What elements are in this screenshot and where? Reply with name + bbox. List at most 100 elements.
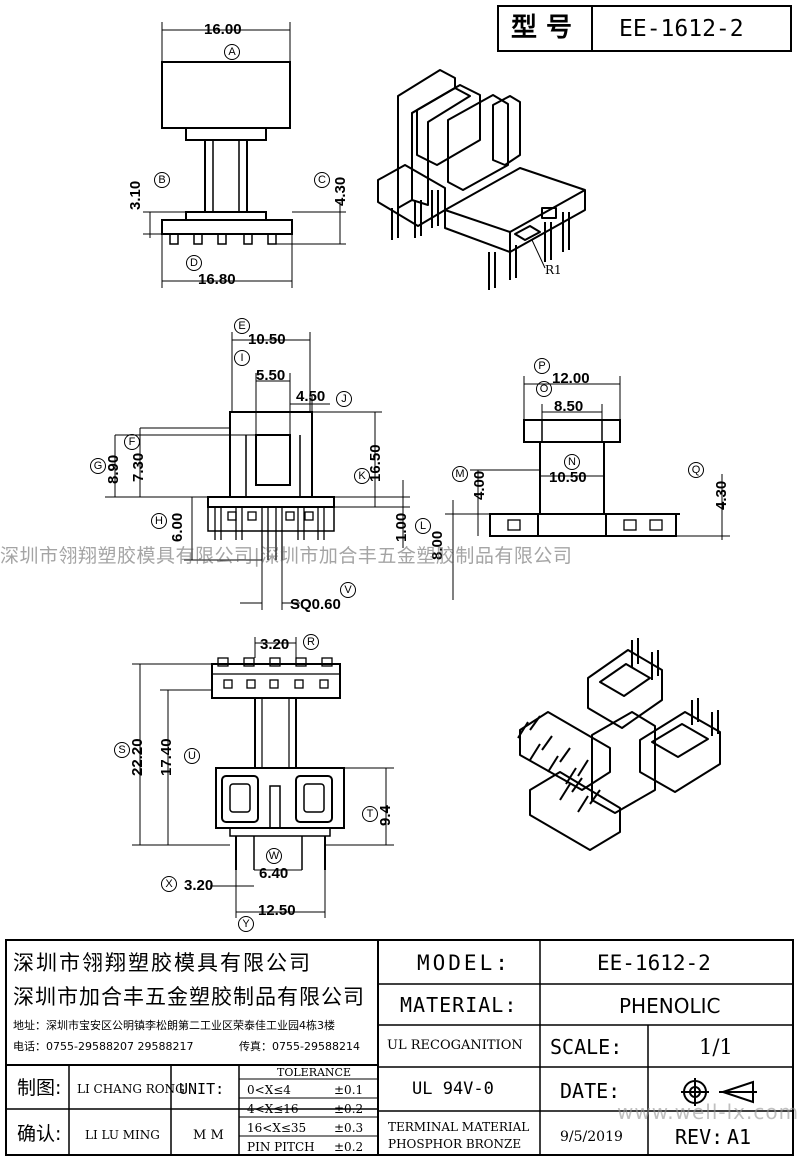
site-watermark: www.well-lx.com (617, 1100, 800, 1124)
tb-terminal-label-2: PHOSPHOR BRONZE (388, 1137, 522, 1151)
callout-k: K (354, 468, 370, 484)
callout-m: M (452, 466, 468, 482)
iso-view-bottom (517, 638, 721, 851)
callout-d: D (186, 255, 202, 271)
callout-b: B (154, 172, 170, 188)
tb-tol-value-0: ±0.1 (334, 1083, 364, 1097)
dim-s: 3.20 (260, 636, 290, 653)
callout-t: U (184, 748, 200, 764)
bottom-view (132, 637, 394, 918)
callout-s: R (303, 634, 319, 650)
iso-view-top (377, 69, 586, 290)
tb-company2: 深圳市加合丰五金塑胶制品有限公司 (13, 985, 365, 1009)
dim-b: 3.10 (127, 180, 144, 210)
dim-a: 16.00 (204, 21, 242, 38)
callout-n: N (564, 454, 580, 470)
tb-terminal-label-1: TERMINAL MATERIAL (388, 1120, 530, 1134)
callout-g: G (90, 458, 106, 474)
tb-tol-range-2: 16<X≤35 (247, 1121, 307, 1135)
tb-rev-label: REV: (675, 1125, 724, 1149)
callout-x: X (161, 876, 177, 892)
callout-p: P (534, 358, 550, 374)
callout-i: I (234, 350, 250, 366)
tb-fax: 传真：0755-29588214 (239, 1040, 360, 1053)
tb-scale-value: 1/1 (699, 1035, 733, 1059)
tb-tol-range-3: PIN PITCH (247, 1140, 315, 1154)
watermark-text: 深圳市翎翔塑胶模具有限公司|深圳市加合丰五金塑胶制品有限公司 (0, 545, 573, 567)
callout-v: T (362, 806, 378, 822)
tb-tol-range-0: 0<X≤4 (247, 1083, 291, 1097)
dim-j: 4.50 (296, 388, 326, 405)
callout-e: E (234, 318, 250, 334)
callout-h: H (151, 513, 167, 529)
tb-tolerance-title: TOLERANCE (277, 1066, 351, 1079)
callout-l: L (415, 518, 431, 534)
callout-j: J (336, 391, 352, 407)
tb-phone: 电话：0755-29588207 29588217 (13, 1040, 194, 1053)
dim-d: 16.80 (198, 271, 236, 288)
tb-checked-name: LI LU MING (85, 1128, 160, 1142)
callout-r: V (340, 582, 356, 598)
dim-k: 16.50 (367, 444, 384, 482)
dim-y: 12.50 (258, 902, 296, 919)
tb-date-value: 9/5/2019 (560, 1129, 623, 1145)
iso-label-r1: R1 (545, 263, 562, 277)
tb-scale-label: SCALE: (550, 1035, 623, 1059)
tb-tol-value-3: ±0.2 (334, 1140, 364, 1154)
title-block: 深圳市翎翔塑胶模具有限公司 深圳市加合丰五金塑胶制品有限公司 地址：深圳市宝安区… (5, 939, 794, 1156)
dim-c: 4.30 (332, 176, 349, 206)
dim-g: 8.90 (105, 454, 122, 484)
callout-a: A (224, 44, 240, 60)
callout-y: Y (238, 916, 254, 932)
dim-u: 22.20 (129, 738, 146, 776)
tb-date-label: DATE: (560, 1079, 621, 1103)
callout-q: Q (688, 462, 704, 478)
dim-x: 3.20 (184, 877, 214, 894)
tb-company1: 深圳市翎翔塑胶模具有限公司 (13, 951, 312, 975)
dim-t: 17.40 (158, 738, 175, 776)
dim-l-front: 1.00 (393, 512, 410, 542)
tb-model-label: MODEL: (417, 951, 511, 975)
technical-drawing (105, 22, 730, 918)
dim-n: 10.50 (549, 469, 587, 486)
dim-f: 7.30 (130, 452, 147, 482)
dim-m: 4.00 (471, 470, 488, 500)
dim-o: 8.50 (554, 398, 584, 415)
header-model-value: EE-1612-2 (619, 16, 744, 42)
tb-material-value: PHENOLIC (619, 994, 721, 1018)
title-block-grid (5, 939, 794, 1156)
callout-f: F (124, 434, 140, 450)
tb-drawn-label: 制图: (17, 1077, 62, 1099)
dim-q: 4.30 (713, 480, 730, 510)
tb-material-label: MATERIAL: (400, 993, 518, 1017)
tb-tol-value-2: ±0.3 (334, 1121, 364, 1135)
front-view (105, 332, 410, 610)
callout-c: C (314, 172, 330, 188)
tb-tol-range-1: 4<X≤16 (247, 1102, 299, 1116)
header-model-label: 型 号 (511, 13, 573, 43)
tb-address: 地址：深圳市宝安区公明镇李松朗第二工业区荣泰佳工业园4栋3楼 (13, 1019, 335, 1032)
callout-u: S (114, 742, 130, 758)
projection-symbol-icon (681, 1078, 757, 1106)
callout-o: O (536, 381, 552, 397)
dim-w: 6.40 (259, 865, 289, 882)
tb-drawn-name: LI CHANG RONG (77, 1082, 185, 1096)
dim-r: SQ0.60 (290, 596, 341, 613)
top-view (143, 22, 346, 288)
tb-unit-label: UNIT: (179, 1080, 225, 1098)
tb-unit-value: M M (193, 1128, 224, 1143)
tb-ul-label: UL RECOGANITION (387, 1038, 523, 1053)
dim-p: 12.00 (552, 370, 590, 387)
dim-h: 6.00 (169, 512, 186, 542)
tb-ul-value: UL 94V-0 (412, 1079, 494, 1099)
callout-w: W (266, 848, 282, 864)
tb-model-value: EE-1612-2 (597, 951, 711, 975)
header-divider (591, 7, 593, 50)
tb-checked-label: 确认: (17, 1123, 62, 1145)
header-model-box: 型 号 EE-1612-2 (497, 5, 792, 52)
tb-tol-value-1: ±0.2 (334, 1102, 364, 1116)
dim-v: 9.4 (377, 805, 394, 826)
tb-rev-value: A1 (727, 1125, 752, 1149)
dim-e: 10.50 (248, 331, 286, 348)
